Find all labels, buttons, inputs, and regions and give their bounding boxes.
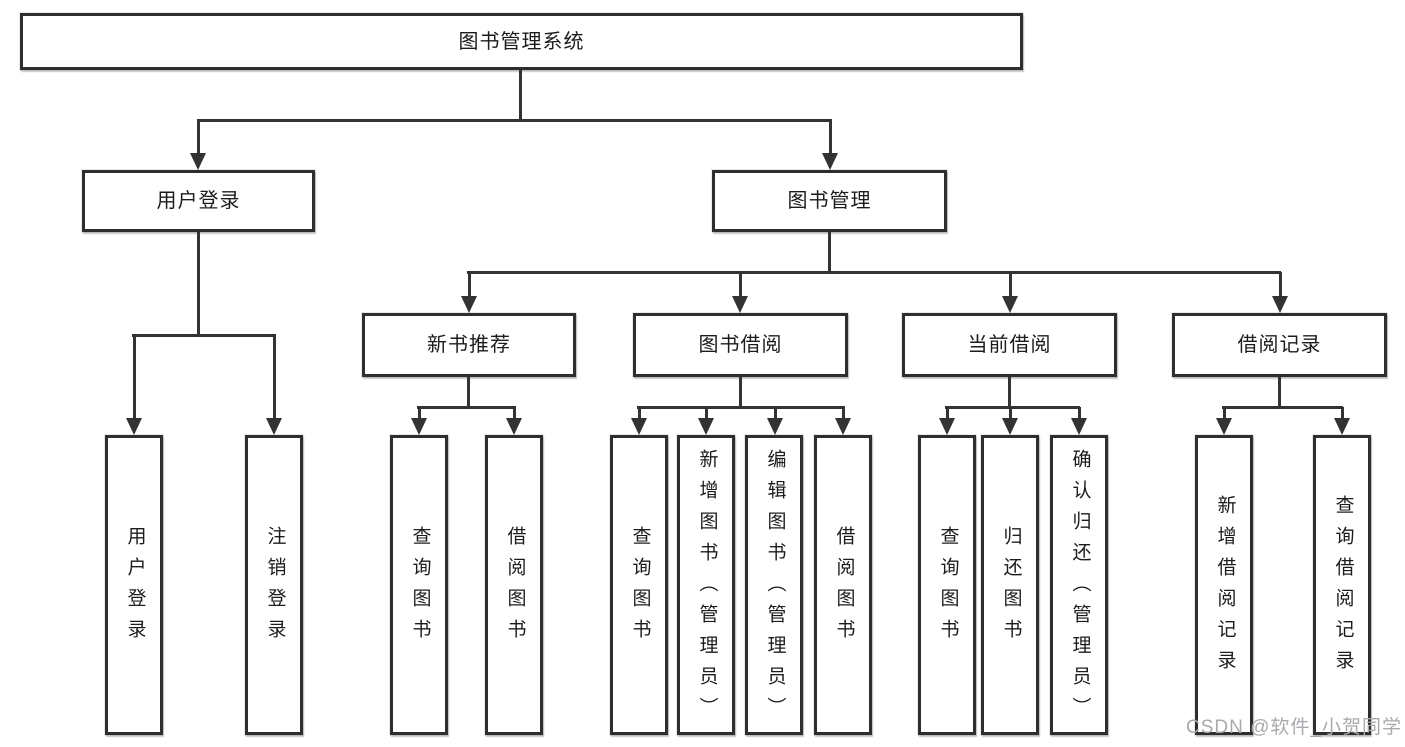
arrow-down-icon bbox=[822, 153, 838, 170]
leaf-query-book-current: 查询图书 bbox=[918, 435, 976, 735]
leaf-query-book-borrowing: 查询图书 bbox=[610, 435, 668, 735]
arrow-down-icon bbox=[126, 418, 142, 435]
arrow-down-icon bbox=[461, 296, 477, 313]
connector-arrow-stem bbox=[468, 272, 471, 296]
leaf-query-borrow-record-label: 查询借阅记录 bbox=[1332, 495, 1354, 681]
leaf-query-book-recommend: 查询图书 bbox=[390, 435, 448, 735]
connector-vertical-line bbox=[1008, 377, 1011, 407]
arrow-down-icon bbox=[411, 418, 427, 435]
connector-arrow-stem bbox=[739, 272, 742, 296]
connector-horizontal-line bbox=[637, 406, 845, 409]
connector-arrow-stem bbox=[829, 120, 832, 153]
node-user-login: 用户登录 bbox=[82, 170, 315, 232]
arrow-down-icon bbox=[1071, 418, 1087, 435]
connector-arrow-stem bbox=[774, 407, 777, 418]
connector-arrow-stem bbox=[842, 407, 845, 418]
arrow-down-icon bbox=[1002, 296, 1018, 313]
leaf-user-login: 用户登录 bbox=[105, 435, 163, 735]
connector-arrow-stem bbox=[513, 407, 516, 418]
node-borrow-records-label: 借阅记录 bbox=[1237, 334, 1322, 356]
leaf-query-borrow-record: 查询借阅记录 bbox=[1313, 435, 1371, 735]
node-current-borrowing: 当前借阅 bbox=[902, 313, 1117, 377]
leaf-user-login-label: 用户登录 bbox=[124, 526, 146, 650]
node-current-borrowing-label: 当前借阅 bbox=[967, 334, 1052, 356]
arrow-down-icon bbox=[1216, 418, 1232, 435]
node-root-label: 图书管理系统 bbox=[458, 30, 585, 53]
leaf-logout: 注销登录 bbox=[245, 435, 303, 735]
leaf-borrow-book-borrowing-label: 借阅图书 bbox=[833, 526, 855, 650]
leaf-add-book-admin: 新增图书（管理员） bbox=[677, 435, 735, 735]
leaf-confirm-return-admin-label: 确认归还（管理员） bbox=[1069, 448, 1091, 728]
leaf-query-book-recommend-label: 查询图书 bbox=[409, 526, 431, 650]
connector-arrow-stem bbox=[1341, 407, 1344, 418]
connector-arrow-stem bbox=[273, 335, 276, 418]
connector-arrow-stem bbox=[418, 407, 421, 418]
connector-arrow-stem bbox=[946, 407, 949, 418]
connector-arrow-stem bbox=[1223, 407, 1226, 418]
connector-arrow-stem bbox=[1009, 272, 1012, 296]
connector-vertical-line bbox=[739, 377, 742, 407]
leaf-borrow-book-recommend: 借阅图书 bbox=[485, 435, 543, 735]
leaf-edit-book-admin: 编辑图书（管理员） bbox=[745, 435, 803, 735]
arrow-down-icon bbox=[1002, 418, 1018, 435]
connector-horizontal-line bbox=[467, 271, 1281, 274]
arrow-down-icon bbox=[698, 418, 714, 435]
connector-horizontal-line bbox=[197, 119, 832, 122]
leaf-add-book-admin-label: 新增图书（管理员） bbox=[696, 448, 718, 728]
leaf-return-book: 归还图书 bbox=[981, 435, 1039, 735]
connector-arrow-stem bbox=[1279, 272, 1282, 296]
arrow-down-icon bbox=[732, 296, 748, 313]
connector-arrow-stem bbox=[133, 335, 136, 418]
leaf-add-borrow-record-label: 新增借阅记录 bbox=[1214, 495, 1236, 681]
leaf-query-book-current-label: 查询图书 bbox=[937, 526, 959, 650]
connector-arrow-stem bbox=[197, 120, 200, 153]
csdn-watermark: CSDN @软件_小贺同学 bbox=[1186, 717, 1402, 738]
connector-vertical-line bbox=[828, 232, 831, 272]
leaf-confirm-return-admin: 确认归还（管理员） bbox=[1050, 435, 1108, 735]
leaf-query-book-borrowing-label: 查询图书 bbox=[629, 526, 651, 650]
node-book-management-label: 图书管理 bbox=[787, 190, 872, 212]
connector-arrow-stem bbox=[1009, 407, 1012, 418]
connector-vertical-line bbox=[197, 232, 200, 335]
connector-vertical-line bbox=[1278, 377, 1281, 407]
arrow-down-icon bbox=[190, 153, 206, 170]
arrow-down-icon bbox=[1334, 418, 1350, 435]
arrow-down-icon bbox=[767, 418, 783, 435]
arrow-down-icon bbox=[1272, 296, 1288, 313]
connector-arrow-stem bbox=[1078, 407, 1081, 418]
arrow-down-icon bbox=[939, 418, 955, 435]
leaf-return-book-label: 归还图书 bbox=[1000, 526, 1022, 650]
arrow-down-icon bbox=[835, 418, 851, 435]
leaf-add-borrow-record: 新增借阅记录 bbox=[1195, 435, 1253, 735]
connector-horizontal-line bbox=[132, 334, 276, 337]
node-borrow-records: 借阅记录 bbox=[1172, 313, 1387, 377]
arrow-down-icon bbox=[631, 418, 647, 435]
leaf-logout-label: 注销登录 bbox=[264, 526, 286, 650]
leaf-edit-book-admin-label: 编辑图书（管理员） bbox=[764, 448, 786, 728]
connector-horizontal-line bbox=[945, 406, 1080, 409]
connector-arrow-stem bbox=[705, 407, 708, 418]
connector-vertical-line bbox=[467, 377, 470, 407]
node-root: 图书管理系统 bbox=[20, 13, 1023, 70]
arrow-down-icon bbox=[266, 418, 282, 435]
arrow-down-icon bbox=[506, 418, 522, 435]
connector-arrow-stem bbox=[638, 407, 641, 418]
node-book-borrowing: 图书借阅 bbox=[633, 313, 848, 377]
leaf-borrow-book-recommend-label: 借阅图书 bbox=[504, 526, 526, 650]
node-new-book-recommend: 新书推荐 bbox=[362, 313, 576, 377]
node-book-borrowing-label: 图书借阅 bbox=[698, 334, 783, 356]
connector-horizontal-line bbox=[417, 406, 516, 409]
node-new-book-recommend-label: 新书推荐 bbox=[427, 334, 511, 356]
leaf-borrow-book-borrowing: 借阅图书 bbox=[814, 435, 872, 735]
node-user-login-label: 用户登录 bbox=[156, 190, 241, 212]
connector-horizontal-line bbox=[1222, 406, 1343, 409]
connector-vertical-line bbox=[519, 70, 522, 120]
node-book-management: 图书管理 bbox=[712, 170, 947, 232]
